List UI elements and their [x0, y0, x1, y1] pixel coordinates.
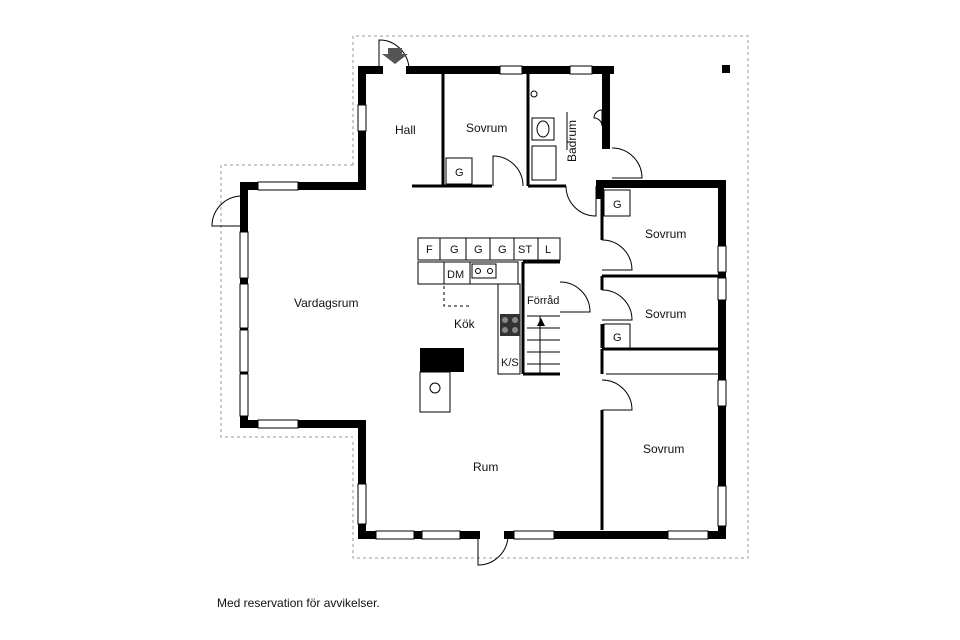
toilet-icon [536, 120, 550, 138]
wardrobe-label: G [613, 199, 622, 211]
appliance-label: ST [518, 244, 532, 256]
bathroom-fixtures [530, 90, 603, 181]
appliance-label: G [450, 244, 459, 256]
room-label-sovrum: Sovrum [645, 227, 686, 241]
terrace-outline [220, 35, 749, 559]
sink-icon [471, 263, 497, 279]
stair-arrow-icon [537, 318, 545, 326]
appliance-label: L [545, 244, 551, 256]
room-label-sovrum: Sovrum [645, 307, 686, 321]
appliance-label: F [426, 244, 433, 256]
wardrobe-label: G [613, 332, 622, 344]
room-label-kok: Kök [454, 317, 476, 331]
doors [211, 39, 643, 566]
room-label-sovrum: Sovrum [643, 442, 684, 456]
room-label-forrad: Förråd [527, 295, 559, 307]
interior-walls [412, 72, 718, 530]
appliance-label: G [498, 244, 507, 256]
room-label-badrum: Badrum [565, 120, 579, 162]
room-label-rum: Rum [473, 460, 498, 474]
room-label-vardagsrum: Vardagsrum [294, 296, 358, 310]
room-label-hall: Hall [395, 123, 416, 137]
fireplace-icon [419, 348, 464, 413]
appliance-label: G [474, 244, 483, 256]
appliance-label: K/S [501, 357, 519, 369]
disclaimer-note: Med reservation för avvikelser. [217, 596, 380, 610]
corner-marker [722, 65, 730, 73]
stove-icon [500, 314, 520, 336]
entrance-arrow-icon [382, 48, 408, 64]
kitchen-counter [417, 237, 561, 261]
sink-icon [593, 109, 603, 127]
windows [239, 65, 727, 540]
appliance-label: DM [447, 269, 464, 281]
wardrobes [445, 157, 631, 349]
room-label-sovrum: Sovrum [466, 121, 507, 135]
wardrobe-label: G [455, 167, 464, 179]
